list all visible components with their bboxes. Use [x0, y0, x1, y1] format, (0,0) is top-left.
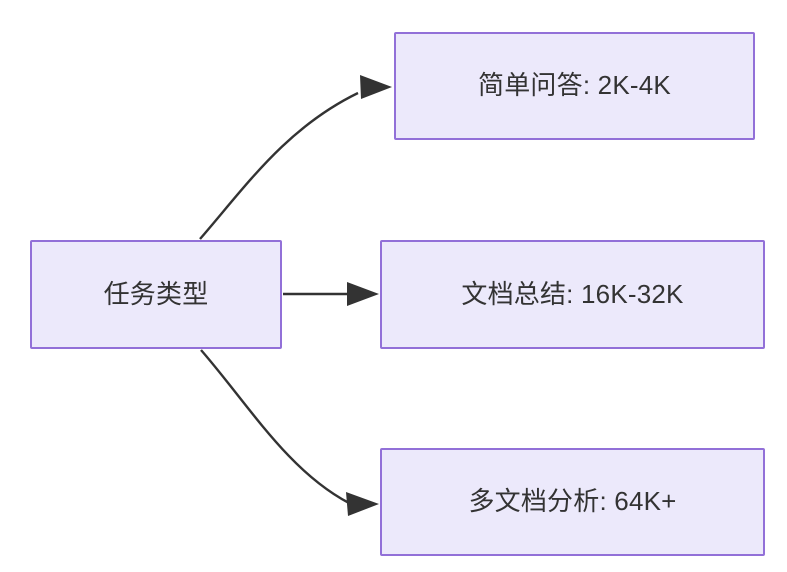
node-task-type-label: 任务类型 — [103, 278, 209, 309]
edge-root-to-simple-qa-line — [199, 91, 359, 240]
node-multi-doc[interactable]: 多文档分析: 64K+ — [380, 448, 765, 556]
node-simple-qa-label: 简单问答: 2K-4K — [478, 70, 671, 101]
edge-root-to-multi-doc-line — [200, 349, 350, 505]
edge-root-to-simple-qa-arrowhead — [360, 75, 392, 99]
node-simple-qa[interactable]: 简单问答: 2K-4K — [394, 32, 755, 140]
node-doc-summary[interactable]: 文档总结: 16K-32K — [380, 240, 765, 349]
edge-root-to-multi-doc-arrowhead — [346, 492, 379, 516]
node-doc-summary-label: 文档总结: 16K-32K — [461, 278, 684, 309]
edge-root-to-doc-summary-arrowhead — [347, 282, 379, 306]
edge-root-to-doc-summary — [283, 282, 379, 306]
node-multi-doc-label: 多文档分析: 64K+ — [468, 486, 677, 517]
edge-root-to-multi-doc — [200, 349, 379, 516]
node-task-type[interactable]: 任务类型 — [30, 240, 282, 349]
edge-root-to-simple-qa — [199, 75, 392, 240]
